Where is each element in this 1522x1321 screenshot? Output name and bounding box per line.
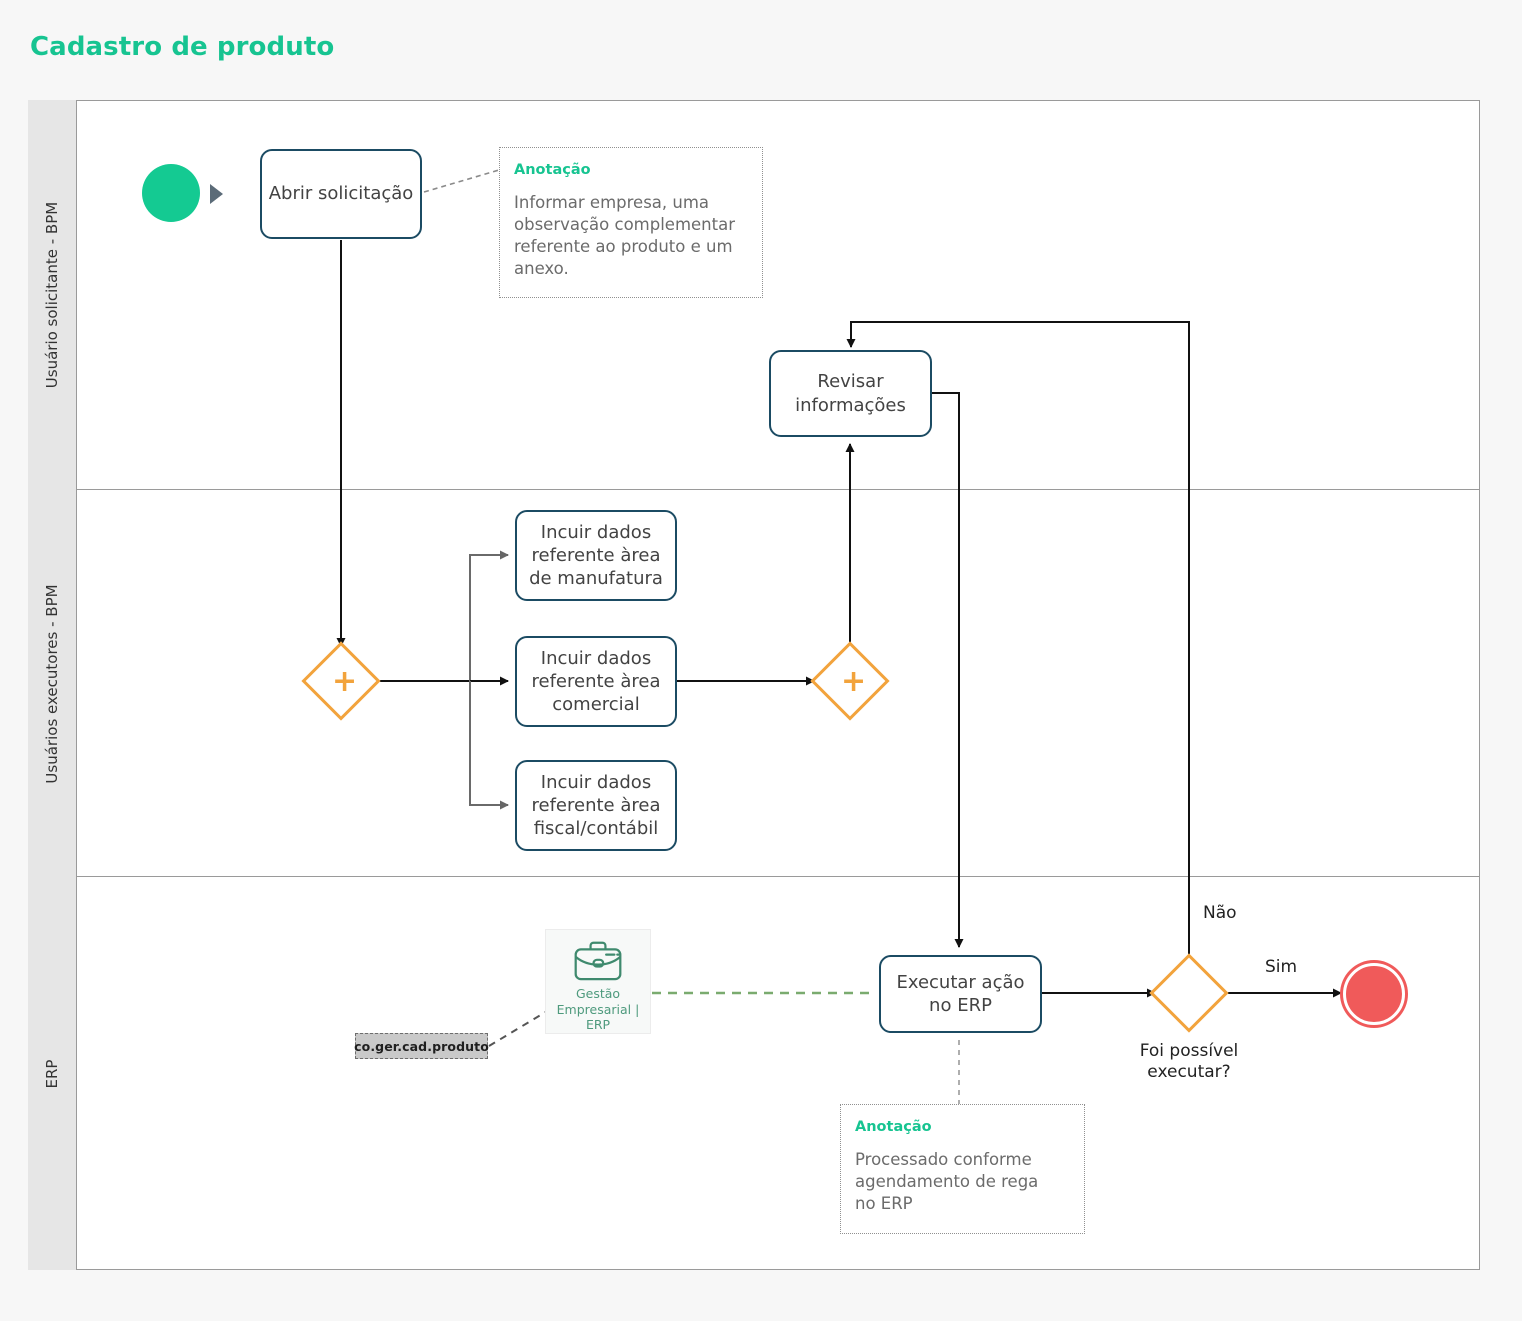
annotation-line: observação complementar — [514, 214, 735, 234]
task-label-line1: Incuir dados — [540, 647, 652, 669]
annotation-executar-acao-erp: Anotação Processado conforme agendamento… — [840, 1104, 1085, 1234]
start-event[interactable] — [142, 164, 200, 222]
task-label-line1: Incuir dados — [540, 521, 652, 543]
erp-system-code-tag: co.ger.cad.produto — [354, 1033, 489, 1059]
task-label-line1: Executar ação — [896, 971, 1025, 993]
lane-header-usuarios-executores: Usuários executores - BPM — [28, 490, 77, 877]
gateway-caption-line2: executar? — [1147, 1062, 1231, 1083]
page-title: Cadastro de produto — [30, 32, 335, 62]
lane-body-erp — [77, 877, 1480, 1270]
task-incluir-dados-fiscal-contabil[interactable]: Incuir dados referente àrea fiscal/contá… — [515, 760, 677, 851]
flow-label-sim: Sim — [1265, 957, 1298, 977]
annotation-title: Anotação — [855, 1119, 932, 1135]
erp-system-label-line2: Empresarial | ERP — [556, 1001, 640, 1033]
gateway-caption-line1: Foi possível — [1139, 1041, 1239, 1061]
lane-label-erp: ERP — [43, 1059, 61, 1088]
lane-label-usuario-solicitante: Usuário solicitante - BPM — [43, 201, 61, 389]
task-incluir-dados-manufatura[interactable]: Incuir dados referente àrea de manufatur… — [515, 510, 677, 601]
annotation-line: Processado conforme — [855, 1150, 1032, 1169]
task-label-line1: Incuir dados — [540, 771, 652, 793]
task-label-line2: referente àrea — [531, 670, 661, 692]
annotation-title: Anotação — [514, 162, 591, 178]
task-label-line2: no ERP — [929, 995, 992, 1016]
task-revisar-informacoes[interactable]: Revisar informações — [769, 350, 932, 437]
task-abrir-solicitacao[interactable]: Abrir solicitação — [260, 149, 422, 239]
lane-body-usuarios-executores — [77, 490, 1480, 877]
gateway-parallel-join-plus-icon: + — [841, 664, 867, 699]
task-label-line3: de manufatura — [529, 568, 663, 590]
task-label-line2: referente àrea — [531, 544, 661, 566]
annotation-body: Processado conforme agendamento de rega … — [855, 1149, 1072, 1215]
annotation-body: Informar empresa, uma observação complem… — [514, 192, 750, 280]
lane-header-usuario-solicitante: Usuário solicitante - BPM — [28, 100, 77, 490]
annotation-line: Informar empresa, uma — [514, 193, 710, 212]
task-label-line1: Revisar — [817, 371, 884, 393]
task-executar-acao-no-erp[interactable]: Executar ação no ERP — [879, 955, 1042, 1033]
lane-label-usuarios-executores: Usuários executores - BPM — [43, 583, 61, 784]
annotation-line: agendamento de rega — [855, 1171, 1039, 1191]
task-label-line2: referente àrea — [531, 794, 661, 816]
gateway-parallel-split-plus-icon: + — [332, 664, 358, 699]
annotation-line: no ERP — [855, 1193, 913, 1213]
erp-system-label: Gestão Empresarial | ERP — [546, 986, 650, 1033]
annotation-abrir-solicitacao: Anotação Informar empresa, uma observaçã… — [499, 147, 763, 298]
flow-label-nao: Não — [1203, 903, 1237, 923]
briefcase-icon — [574, 941, 622, 981]
task-label: Abrir solicitação — [268, 183, 414, 205]
annotation-line: referente ao produto e um — [514, 236, 733, 256]
annotation-line: anexo. — [514, 258, 569, 278]
gateway-exclusive-decision-caption: Foi possível executar? — [1140, 1041, 1239, 1084]
task-label-line3: fiscal/contábil — [533, 818, 659, 840]
lane-header-erp: ERP — [28, 877, 77, 1270]
erp-system-label-line1: Gestão — [575, 986, 621, 1002]
task-label-line3: comercial — [552, 694, 640, 716]
start-event-play-icon — [210, 184, 223, 204]
task-label-line2: informações — [795, 394, 906, 416]
end-event[interactable] — [1343, 963, 1405, 1025]
task-incluir-dados-comercial[interactable]: Incuir dados referente àrea comercial — [515, 636, 677, 727]
erp-system-card[interactable]: Gestão Empresarial | ERP — [545, 929, 651, 1034]
